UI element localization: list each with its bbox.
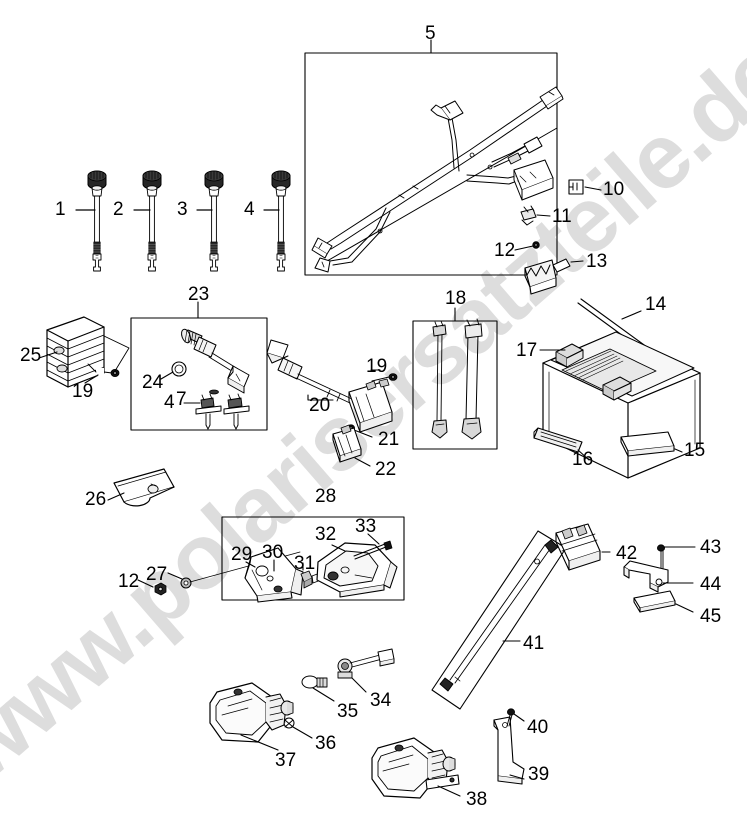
callout-38: 38 xyxy=(466,789,488,810)
part-42-cdi xyxy=(555,523,601,571)
part-4-lead xyxy=(271,170,291,272)
callout-39: 39 xyxy=(528,764,550,785)
callout-15: 15 xyxy=(684,440,706,461)
callout-35: 35 xyxy=(337,701,359,722)
part-3-lead xyxy=(204,170,224,272)
part-22-relay xyxy=(332,424,362,463)
callout-21: 21 xyxy=(378,429,400,450)
part-12-nut-upper xyxy=(532,241,540,249)
part-34-socket xyxy=(337,648,395,679)
callout-19-left: 19 xyxy=(72,381,94,402)
callout-33: 33 xyxy=(355,516,377,537)
part-27-washer xyxy=(180,577,192,589)
part-35-bulb xyxy=(301,675,328,689)
callout-13: 13 xyxy=(586,251,608,272)
callout-12-lower: 12 xyxy=(118,571,140,592)
callout-43: 43 xyxy=(700,537,722,558)
callout-16: 16 xyxy=(572,449,594,470)
callout-14: 14 xyxy=(645,294,667,315)
part-44-bracket xyxy=(623,560,669,593)
part-29-30-taillight-base xyxy=(244,547,304,603)
callout-42: 42 xyxy=(616,543,638,564)
callout-20: 20 xyxy=(309,395,331,416)
callout-2: 2 xyxy=(113,199,124,220)
callout-22: 22 xyxy=(375,459,397,480)
part-41-cable-box xyxy=(431,530,567,710)
part-10-clip xyxy=(568,179,584,195)
callout-3: 3 xyxy=(177,199,188,220)
part-32-lens xyxy=(316,542,398,598)
callout-28: 28 xyxy=(315,486,337,507)
callout-41: 41 xyxy=(523,633,545,654)
part-39-bracket xyxy=(493,716,525,785)
wire-harness-5 xyxy=(311,86,564,273)
callout-45: 45 xyxy=(700,606,722,627)
callout-23: 23 xyxy=(188,284,210,305)
part-38-headlight-right xyxy=(371,737,460,799)
part-2-lead xyxy=(142,170,162,272)
callout-37: 37 xyxy=(275,750,297,771)
callout-11: 11 xyxy=(552,206,572,227)
callout-18: 18 xyxy=(445,288,467,309)
part-40-screw xyxy=(506,708,515,727)
part-18-cables xyxy=(431,318,483,440)
callout-7-lower: 7 xyxy=(176,389,187,410)
part-7-terminals xyxy=(195,393,250,430)
part-24-oring xyxy=(171,361,187,377)
callout-40: 40 xyxy=(527,717,549,738)
callout-1: 1 xyxy=(55,199,66,220)
callout-19-mid: 19 xyxy=(366,356,388,377)
callout-34: 34 xyxy=(370,690,392,711)
part-33-screw xyxy=(353,540,393,560)
callout-36: 36 xyxy=(315,733,337,754)
callout-4-lower: 4 xyxy=(164,392,175,413)
part-45-pad xyxy=(633,590,676,613)
part-23-ignition-switch xyxy=(181,328,250,394)
part-12-nut-lower xyxy=(154,582,167,596)
part-1-lead xyxy=(87,170,107,272)
callout-4: 4 xyxy=(244,199,255,220)
callout-10: 10 xyxy=(603,179,625,200)
callout-30: 30 xyxy=(262,542,284,563)
part-11-clip xyxy=(520,205,537,226)
callout-24: 24 xyxy=(142,372,164,393)
callout-31: 31 xyxy=(294,553,316,574)
part-13-fuse xyxy=(524,258,571,295)
part-16-strap xyxy=(533,427,583,453)
callout-17: 17 xyxy=(516,340,538,361)
callout-27: 27 xyxy=(146,564,168,585)
part-25-regulator xyxy=(46,316,105,388)
callout-44: 44 xyxy=(700,574,722,595)
callout-26: 26 xyxy=(85,489,107,510)
part-17-battery xyxy=(542,331,701,479)
part-15-pad xyxy=(620,431,675,457)
part-19-screw-mid xyxy=(371,373,398,382)
callout-29: 29 xyxy=(231,544,253,565)
callout-12-upper: 12 xyxy=(494,240,516,261)
callout-5: 5 xyxy=(425,23,436,44)
part-20-solenoid-lead xyxy=(266,339,393,433)
part-37-headlight-left xyxy=(209,682,294,743)
callout-25: 25 xyxy=(20,345,42,366)
part-19-screw-left xyxy=(87,363,120,377)
part-4-washer xyxy=(209,389,219,395)
part-26-cover xyxy=(113,468,175,507)
callout-32: 32 xyxy=(315,524,337,545)
